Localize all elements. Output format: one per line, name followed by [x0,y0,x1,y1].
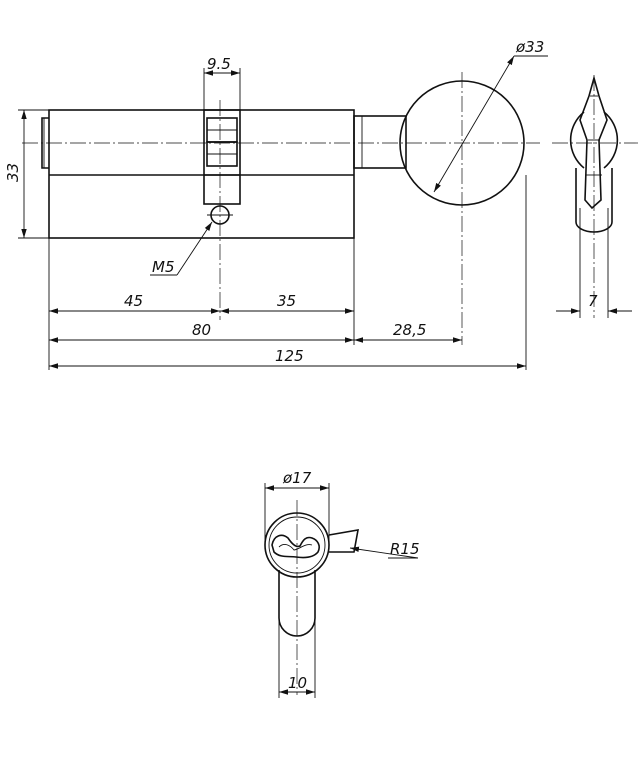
knob-shaft [353,115,407,169]
end-dim-10-label: 10 [288,674,307,692]
dim-80-label: 80 [192,321,211,339]
end-radius-label: R15 [390,540,420,558]
cylinder-body [48,109,355,239]
knob-diameter-label: ø33 [515,38,544,56]
dim-125-label: 125 [275,347,304,365]
screw-leader [176,221,213,276]
knob-diameter-leader [433,55,515,193]
dim-28-5-label: 28,5 [393,321,426,339]
main-view: ø33 33 9.5 M5 45 35 80 28,5 125 [4,38,548,370]
end-cam-tab [328,529,359,553]
cam-width-label: 9.5 [207,55,231,73]
keyway [271,534,320,559]
end-profile-lower [278,570,316,637]
screw-label: M5 [152,258,175,276]
left-end-chamfer [41,117,49,169]
side-key-blade [579,75,608,210]
end-view: ø17 R15 10 [264,469,420,698]
body-height-label: 33 [4,163,22,182]
side-dim-7-label: 7 [588,292,598,310]
side-view: 7 [552,75,638,318]
dim-45-label: 45 [124,292,143,310]
end-dim-17-label: ø17 [282,469,312,487]
side-body [575,168,613,233]
cam-body [203,109,241,205]
end-radius-leader [349,546,419,559]
dim-35-label: 35 [277,292,296,310]
